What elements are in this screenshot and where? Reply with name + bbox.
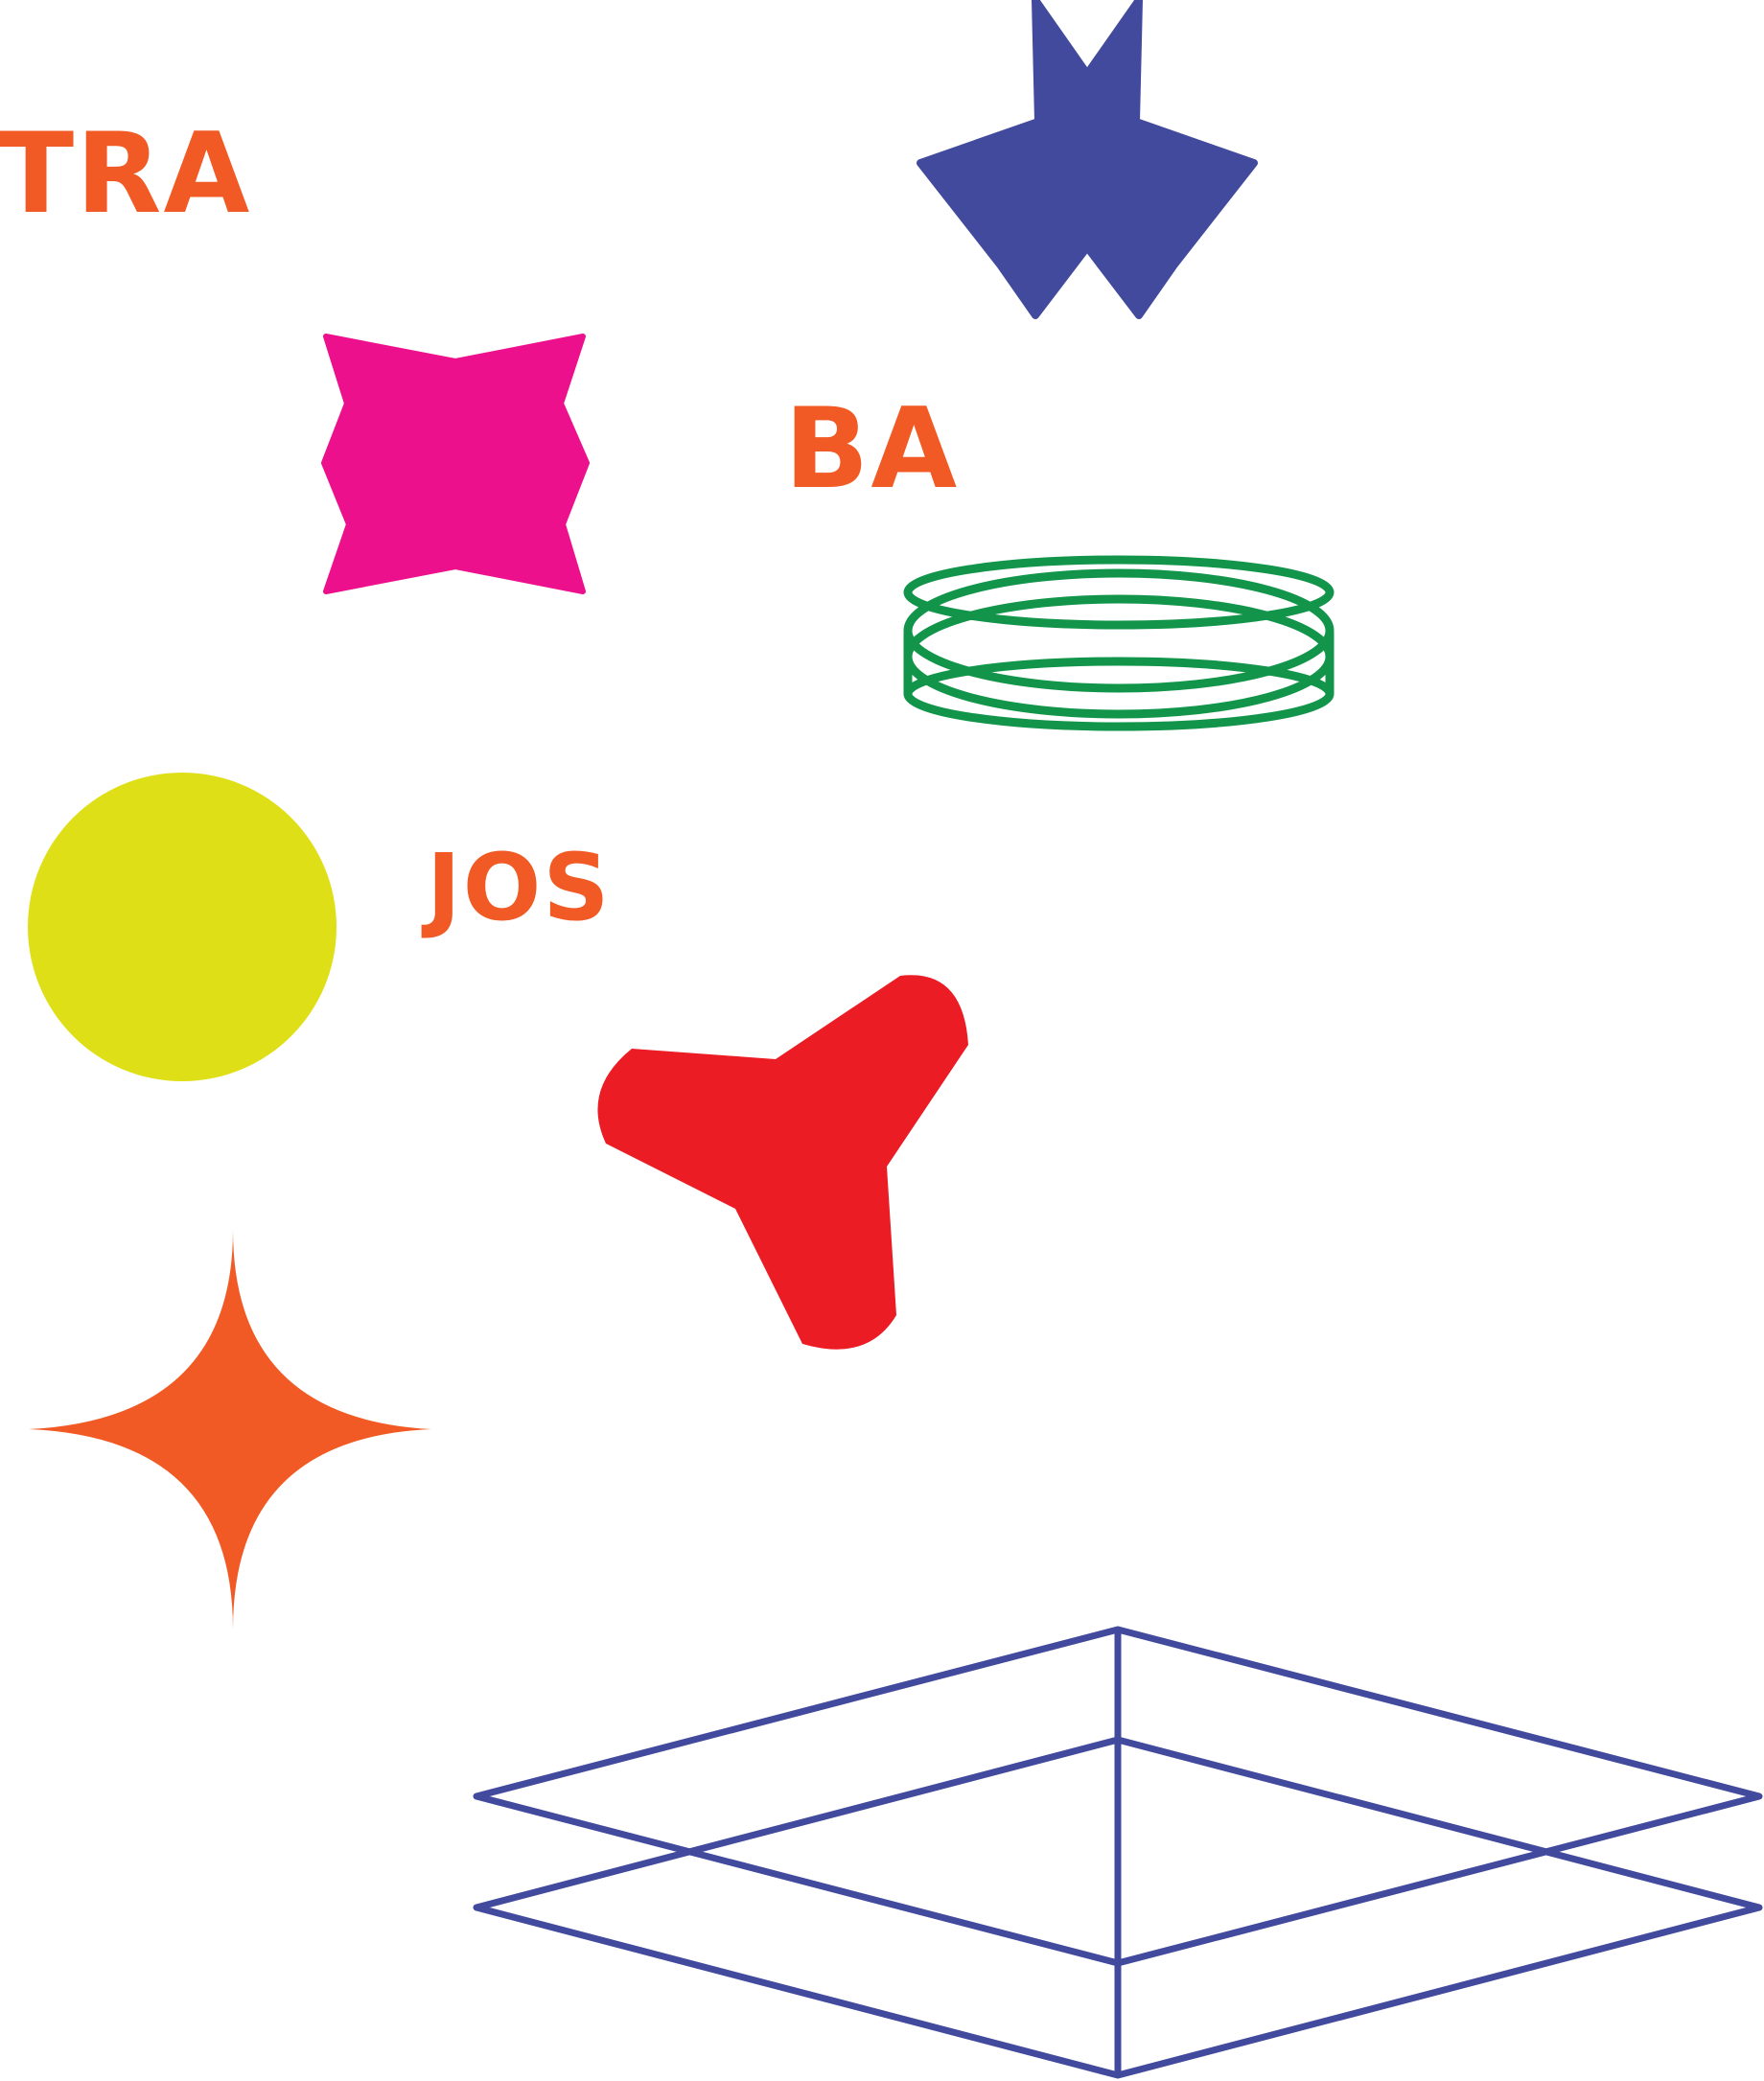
word-tra: TRA [0, 109, 252, 239]
pink-bowtie-shape [321, 334, 590, 594]
orange-sparkle-icon [29, 1230, 431, 1630]
wire-frame-diamond [473, 1626, 1763, 2079]
star-burst-icon [917, 0, 1258, 319]
yellow-circle [28, 773, 337, 1081]
word-jos: JOS [427, 834, 612, 941]
red-tripod-shape [597, 975, 968, 1350]
word-ba: BA [784, 384, 960, 514]
green-ring-outline [903, 555, 1335, 731]
